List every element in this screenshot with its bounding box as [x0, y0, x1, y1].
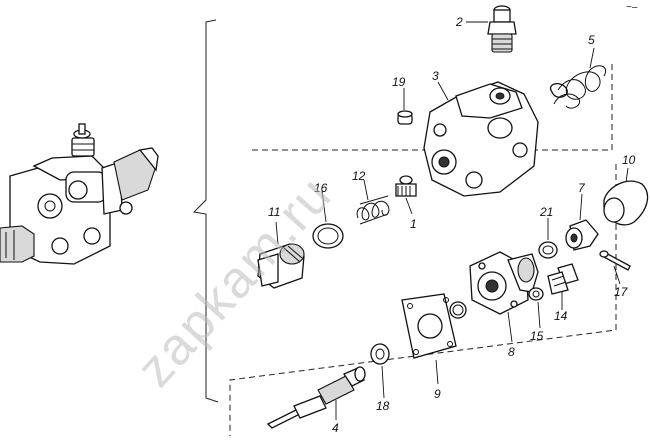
- part-11-plug: [257, 243, 305, 289]
- label-part-4: 4: [332, 421, 339, 435]
- part-16-washer: [312, 223, 344, 249]
- label-part-1: 1: [410, 217, 417, 231]
- label-part-8: 8: [508, 345, 515, 359]
- label-part-2: 2: [455, 15, 463, 29]
- label-part-12: 12: [352, 169, 366, 183]
- label-part-9: 9: [434, 387, 441, 401]
- label-part-5: 5: [588, 33, 595, 47]
- corner-mark: ~–: [626, 2, 638, 13]
- part-2-bleed-screw: [487, 5, 517, 53]
- label-part-3: 3: [432, 69, 439, 83]
- part-8-flange-housing: [469, 251, 539, 315]
- label-part-10: 10: [622, 153, 636, 167]
- part-4-valve-stem: [266, 366, 366, 429]
- label-part-7: 7: [578, 181, 586, 195]
- label-part-21: 21: [539, 205, 553, 219]
- part-17-cotter-pin: [599, 250, 631, 271]
- part-7-bushing: [565, 219, 599, 251]
- assembled-valve-view: [0, 123, 159, 265]
- part-10-cap: [603, 180, 649, 226]
- label-part-11: 11: [268, 205, 280, 219]
- part-19-plug: [397, 110, 413, 125]
- part-3-valve-housing: [423, 81, 539, 197]
- leader-lines: [275, 21, 629, 420]
- part-18-washer: [370, 343, 390, 365]
- label-part-17: 17: [614, 285, 629, 299]
- label-part-15: 15: [530, 329, 544, 343]
- part-12-spring: [356, 195, 390, 225]
- part-9-gasket: [401, 293, 457, 359]
- part-21-ring: [538, 241, 558, 259]
- guide-line-top: [250, 64, 613, 151]
- part-1-screw: [395, 175, 417, 197]
- label-part-18: 18: [376, 399, 390, 413]
- label-part-16: 16: [314, 181, 328, 195]
- part-5-spring: [549, 65, 606, 109]
- part-15-lock-washer: [528, 287, 544, 301]
- label-part-14: 14: [554, 309, 568, 323]
- watermark: zapkam.ru: [126, 165, 344, 398]
- part-numbers: 2 5 3 19 1 12 16 11 10 7 21 17 8 14 15 9…: [268, 15, 636, 435]
- group-bracket: [192, 19, 219, 403]
- part-14-bolt: [547, 263, 579, 295]
- label-part-19: 19: [392, 75, 406, 89]
- o-ring-small: [449, 301, 467, 319]
